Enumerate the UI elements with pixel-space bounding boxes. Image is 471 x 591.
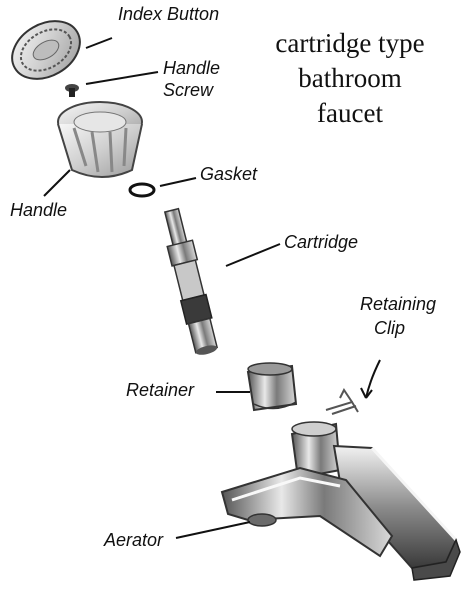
cartridge-leader [225, 243, 281, 267]
index-button-leader [85, 37, 113, 49]
label-index-button: Index Button [118, 4, 220, 24]
gasket-leader [159, 177, 197, 187]
faucet-body-part [220, 421, 461, 581]
index-button-part [11, 20, 81, 80]
label-handle-screw-line1: Handle [163, 58, 221, 78]
label-handle: Handle [10, 200, 68, 220]
gasket-part [128, 182, 156, 198]
title-line-3: faucet [317, 98, 383, 128]
handle-part [57, 101, 143, 178]
title-line-2: bathroom [298, 63, 402, 93]
label-aerator: Aerator [104, 530, 164, 550]
retainer-part [246, 362, 298, 412]
handle-screw-leader [85, 71, 159, 85]
label-retaining-clip-line2: Clip [374, 318, 406, 338]
retaining-clip-part [325, 388, 359, 415]
label-gasket: Gasket [200, 164, 258, 184]
label-handle-screw-line2: Screw [163, 80, 214, 100]
handle-screw-part [65, 84, 79, 97]
cartridge-part [163, 207, 219, 355]
label-retainer: Retainer [126, 380, 195, 400]
label-retaining-clip-line1: Retaining [360, 294, 437, 314]
aerator-leader [175, 521, 251, 539]
label-cartridge: Cartridge [284, 232, 359, 252]
title-line-1: cartridge type [275, 28, 425, 58]
retaining-clip-leader [365, 359, 381, 399]
diagram-title: cartridge type bathroom faucet [250, 26, 450, 131]
handle-leader [43, 169, 71, 197]
